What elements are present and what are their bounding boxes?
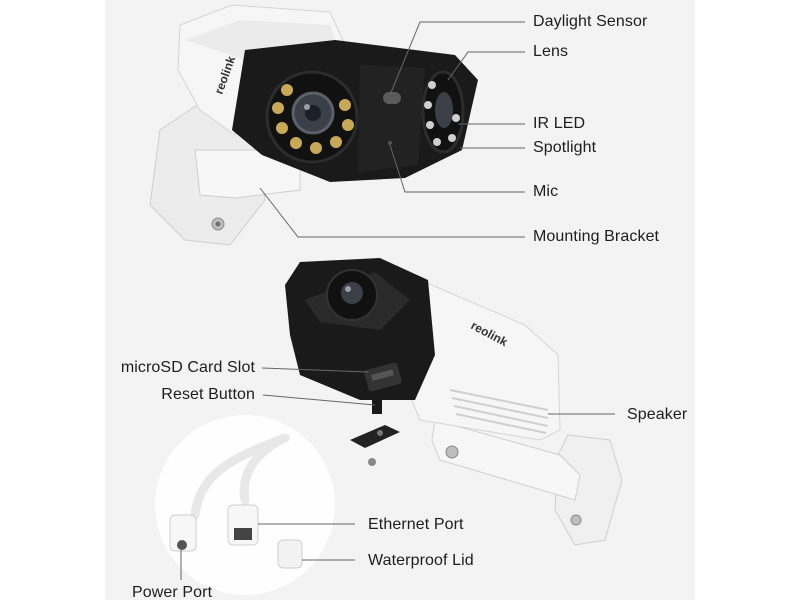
camera-rear-view: reolink: [285, 258, 623, 546]
label-daylight-sensor: Daylight Sensor: [533, 13, 648, 30]
power-connector: [169, 514, 197, 552]
daylight-sensor: [383, 92, 401, 104]
label-mic: Mic: [533, 183, 559, 200]
label-microsd-card-slot: microSD Card Slot: [120, 359, 255, 376]
cable-wire: [190, 433, 290, 520]
camera-front-view: reolink: [149, 4, 478, 246]
ir-led-ring: [272, 84, 354, 154]
label-mounting-bracket: Mounting Bracket: [533, 228, 660, 245]
ethernet-jack: [234, 528, 252, 540]
waterproof-lid-shape: [277, 539, 303, 569]
label-ethernet-port: Ethernet Port: [368, 516, 464, 533]
label-spotlight: Spotlight: [533, 139, 597, 156]
label-waterproof-lid: Waterproof Lid: [368, 552, 474, 569]
label-reset-button: Reset Button: [161, 386, 255, 403]
label-ir-led: IR LED: [533, 115, 586, 132]
cable-assembly: [155, 415, 335, 595]
label-lens: Lens: [533, 43, 569, 60]
mic-hole: [388, 141, 392, 145]
reset-button: [372, 396, 382, 414]
speaker-grille: [449, 389, 549, 434]
slot-cover: [350, 425, 400, 448]
ir-led-ring-right: [424, 81, 460, 146]
lens-right: [435, 92, 453, 128]
mounting-bracket-rear: [431, 419, 581, 501]
leader-lines: [180, 21, 615, 580]
label-speaker: Speaker: [627, 406, 688, 423]
label-power-port: Power Port: [132, 584, 213, 601]
power-jack: [177, 540, 187, 550]
lens-rear: [341, 282, 363, 304]
